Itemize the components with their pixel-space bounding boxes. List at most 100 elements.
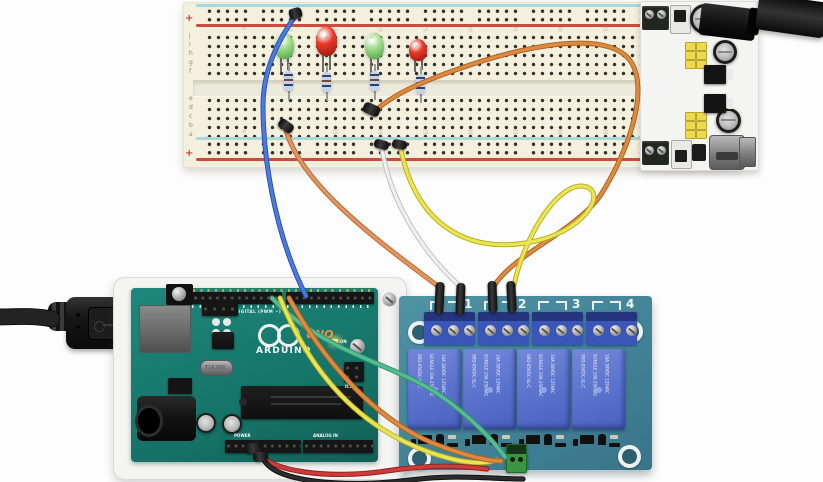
relay-ch2-smd-2 bbox=[465, 439, 470, 446]
breadboard-col-num-b-40: 40 bbox=[556, 128, 563, 135]
breadboard-col-num-30: 30 bbox=[466, 25, 473, 32]
relay-ch1-optocoupler bbox=[418, 435, 432, 444]
relay-dot bbox=[541, 387, 547, 393]
relay-ch2-silk-bracket-left bbox=[484, 301, 495, 310]
relay-ch2-transistor bbox=[490, 434, 498, 445]
breadboard-row-letter-d: d bbox=[189, 104, 193, 111]
psu-jumper-cap bbox=[696, 112, 707, 121]
uno-on-led bbox=[332, 339, 338, 344]
relay-ch1-number: 1 bbox=[464, 297, 473, 311]
screw-slot bbox=[595, 327, 602, 334]
breadboard-row-letter-g: g bbox=[189, 59, 193, 66]
relay-ch4-number: 4 bbox=[626, 297, 635, 311]
psu-jumper-cap bbox=[685, 51, 696, 60]
psu-jumper-cap bbox=[685, 130, 696, 139]
relay-ch4-diode bbox=[609, 443, 620, 447]
psu-usb-connector-shell bbox=[739, 137, 756, 167]
relay-ch3-screw-terminal bbox=[532, 312, 583, 345]
relay-ch1-diode bbox=[447, 443, 458, 447]
breadboard-top-rail-holes bbox=[205, 7, 705, 24]
psu-jumper-cap bbox=[685, 60, 696, 69]
relay-ch4-smd-2 bbox=[573, 439, 578, 446]
uno-voltage-regulator bbox=[168, 378, 192, 394]
relay-ch1-silk-bracket-left bbox=[430, 301, 441, 310]
usb-trident-icon bbox=[94, 321, 105, 332]
breadboard-top-plus-label: + bbox=[185, 13, 194, 24]
relay-ch2-terminal-screw-3 bbox=[518, 325, 529, 336]
breadboard-row-letter-a: a bbox=[189, 131, 193, 138]
psu-voltage-regulator-2 bbox=[704, 94, 726, 113]
plate-screw-1 bbox=[383, 293, 396, 306]
relay-green-terminal bbox=[506, 444, 527, 473]
relay-ch2-terminal-screw-2 bbox=[501, 325, 513, 336]
uno-power-header bbox=[225, 440, 301, 453]
screw-slot bbox=[541, 327, 548, 334]
relay-ch1-terminal-screw-1 bbox=[431, 325, 442, 336]
relay-ch4-silk-bracket-right bbox=[610, 301, 621, 310]
dc-power-plug bbox=[754, 0, 823, 39]
breadboard-col-num-35: 35 bbox=[511, 25, 518, 32]
breadboard-col-num-40: 40 bbox=[556, 25, 563, 32]
screw-slot bbox=[433, 327, 440, 334]
uno-digital-header-left bbox=[286, 292, 374, 304]
relay-ch4-label-line-1: SRD-05VDC-SL-C bbox=[580, 354, 586, 388]
uno-capacitor-1 bbox=[196, 413, 216, 433]
breadboard-col-num-b-45: 45 bbox=[601, 128, 608, 135]
relay-ch3-label-line-2: SONGLE 10A 250VAC bbox=[538, 354, 543, 397]
breadboard-col-num-b-25: 25 bbox=[421, 128, 428, 135]
breadboard-bottom-plus-label: + bbox=[185, 148, 194, 159]
usb-cable bbox=[0, 309, 60, 327]
uno-crystal: T16.000 bbox=[200, 360, 233, 376]
relay-ch1-label-line-3: 10A 30VDC 125VAC bbox=[441, 354, 446, 394]
relay-ch4-transistor bbox=[598, 434, 606, 445]
uno-icsp-label: ICSP bbox=[345, 384, 356, 389]
psu-top-power-switch bbox=[670, 5, 691, 34]
relay-mounting-hole-br bbox=[618, 445, 641, 468]
breadboard-col-num-b-30: 30 bbox=[466, 128, 473, 135]
uno-usb-interface-chip bbox=[212, 332, 234, 349]
white-jumper-rail-to-relay2 bbox=[379, 146, 464, 290]
relay-ch3-diode bbox=[555, 443, 566, 447]
uno-power-label: POWER bbox=[234, 433, 251, 438]
uno-reset-button[interactable] bbox=[172, 287, 186, 301]
psu-top-screw-terminal bbox=[642, 6, 669, 30]
relay-ch3-label-line-3: 10A 30VDC 125VAC bbox=[550, 354, 555, 394]
relay-ch2-terminal-screw-1 bbox=[485, 325, 496, 336]
breadboard-col-num-45: 45 bbox=[601, 25, 608, 32]
arduino-uno-board: DIGITAL (PWM ~) T16.000 ARDUINO UNO ON I… bbox=[131, 284, 378, 462]
breadboard-row-letter-i: i bbox=[189, 41, 191, 48]
uno-capacitor-2 bbox=[222, 414, 242, 434]
screw-slot bbox=[487, 327, 494, 334]
arduino-logo-right-ring-icon bbox=[277, 324, 300, 347]
plate-screw-2 bbox=[350, 339, 365, 354]
screw-slot bbox=[503, 327, 511, 334]
psu-bottom-power-switch bbox=[671, 140, 692, 169]
breadboard-col-num-15: 15 bbox=[331, 25, 338, 32]
screw-slot bbox=[574, 327, 581, 334]
screw-slot bbox=[466, 327, 473, 334]
breadboard-col-num-5: 5 bbox=[240, 26, 247, 31]
uno-usb-b-connector bbox=[139, 305, 191, 353]
arduino-model-text: UNO bbox=[306, 328, 334, 341]
relay-ch3-optocoupler bbox=[526, 435, 540, 444]
relay-dot bbox=[432, 387, 438, 393]
breadboard-row-letter-f: f bbox=[189, 68, 192, 75]
white-jumper-rail-to-relay2 bbox=[380, 147, 463, 289]
breadboard-top-red-rail-line bbox=[196, 24, 719, 27]
relay-ch3-transistor bbox=[544, 434, 552, 445]
uno-analog-header bbox=[303, 440, 373, 453]
breadboard-row-letter-j: j bbox=[189, 32, 191, 39]
relay-ch3-number: 3 bbox=[572, 297, 581, 311]
psu-jumper-cap bbox=[685, 112, 696, 121]
relay-ch4-silk-bracket-left bbox=[592, 301, 603, 310]
relay-ch2-silk-bracket-right bbox=[502, 301, 513, 310]
usb-cable bbox=[0, 308, 61, 328]
screw-slot bbox=[557, 327, 565, 334]
relay-dot bbox=[486, 387, 493, 393]
relay-dot bbox=[595, 387, 602, 393]
relay-ch1-silk-bracket-right bbox=[448, 301, 459, 310]
